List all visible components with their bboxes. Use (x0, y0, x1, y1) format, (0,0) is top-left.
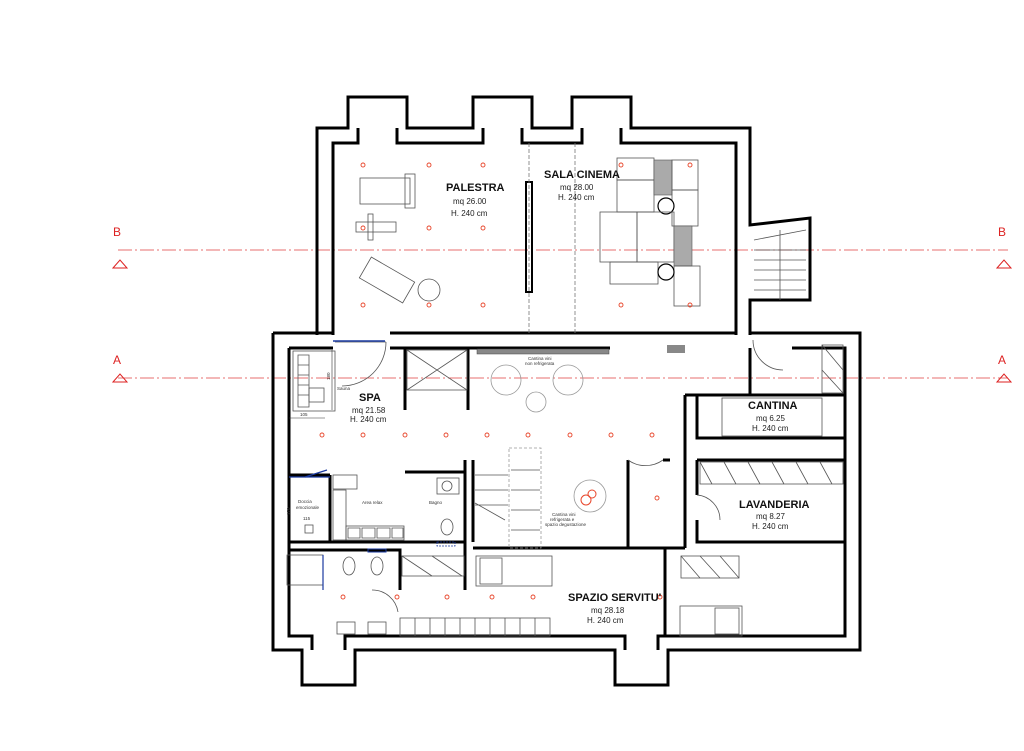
ceiling-light-icon (426, 225, 432, 231)
sliding-partition (525, 143, 576, 333)
ceiling-light-icon (360, 302, 366, 308)
section-b-label-left: B (113, 225, 121, 239)
room-height: H. 240 cm (350, 415, 387, 424)
room-name: LAVANDERIA (739, 499, 810, 511)
section-marker-icon (995, 259, 1013, 269)
ceiling-lights (319, 162, 693, 600)
room-height: H. 240 cm (587, 616, 624, 625)
ceiling-light-icon (618, 302, 624, 308)
door-swing (335, 341, 387, 387)
room-name: CANTINA (748, 400, 798, 412)
ceiling-light-icon (618, 162, 624, 168)
service-area-fixtures (286, 548, 743, 637)
exercise-ball (417, 278, 441, 302)
room-cantina: CANTINA mq 6.25 H. 240 cm (748, 400, 798, 433)
bathroom: Bagno (429, 477, 460, 547)
sauna-label: Sauna (337, 386, 351, 391)
ceiling-light-icon (360, 162, 366, 168)
ceiling-light-icon (394, 594, 400, 600)
wine-cellar-label-2: non refrigerata (525, 361, 555, 366)
room-area: mq 28.18 (591, 606, 625, 615)
shower-depth-dimension: 170 (286, 507, 291, 515)
ceiling-light-icon (426, 162, 432, 168)
ceiling-light-icon (360, 432, 366, 438)
room-name: SALA CINEMA (544, 169, 620, 181)
wine-lounge: Cantina vini non refrigerata Cantina vin… (476, 345, 685, 527)
shower-label: Doccia (298, 499, 312, 504)
ceiling-light-icon (608, 432, 614, 438)
bathroom-label: Bagno (429, 500, 443, 505)
ceiling-light-icon (687, 302, 693, 308)
sauna-width-dimension: 105 (300, 412, 308, 417)
section-a-label-left: A (113, 353, 121, 367)
section-marker-icon (111, 373, 129, 383)
section-line-a: A A (111, 353, 1013, 383)
wine-cellar-label: Cantina vini (528, 356, 552, 361)
section-b-label-right: B (998, 225, 1006, 239)
ceiling-light-icon (444, 594, 450, 600)
section-marker-icon (995, 373, 1013, 383)
cinema-seats (599, 157, 701, 307)
room-palestra: PALESTRA mq 26.00 H. 240 cm (446, 182, 505, 218)
ceiling-light-icon (319, 432, 325, 438)
room-name: PALESTRA (446, 182, 505, 194)
ceiling-light-icon (484, 432, 490, 438)
shaft (406, 349, 468, 391)
ceiling-light-icon (657, 594, 663, 600)
tasting-label-2: refrigerata e (550, 517, 575, 522)
doors (371, 339, 784, 613)
room-height: H. 240 cm (451, 209, 488, 218)
room-area: mq 26.00 (453, 197, 487, 206)
ceiling-light-icon (443, 432, 449, 438)
shower-width-dimension: 115 (303, 516, 311, 521)
room-area: mq 6.25 (756, 414, 785, 423)
exterior-walls (271, 95, 862, 687)
ceiling-light-icon (340, 594, 346, 600)
bench (358, 256, 416, 304)
staircase-upper (753, 229, 807, 300)
room-height: H. 240 cm (752, 424, 789, 433)
room-area: mq 8.27 (756, 512, 785, 521)
ceiling-light-icon (489, 594, 495, 600)
ceiling-light-icon (687, 162, 693, 168)
ceiling-light-icon (480, 225, 486, 231)
ceiling-light-icon (567, 432, 573, 438)
cellar-shelving (699, 344, 844, 485)
ceiling-light-icon (480, 302, 486, 308)
room-spa: SPA mq 21.58 H. 240 cm (350, 392, 387, 424)
relax-area-label: Area relax (362, 500, 383, 505)
section-a-label-right: A (998, 353, 1006, 367)
ceiling-light-icon (480, 162, 486, 168)
ceiling-light-icon (530, 594, 536, 600)
staircase-lower (474, 447, 542, 549)
emotional-shower: Doccia emozionale 115 170 (286, 469, 330, 534)
ceiling-light-icon (426, 302, 432, 308)
ceiling-light-icon (402, 432, 408, 438)
gym-equipment (355, 173, 441, 304)
room-area: mq 28.00 (560, 183, 594, 192)
relax-area: Area relax (332, 474, 405, 541)
sauna: Sauna 180 105 (289, 340, 387, 419)
sauna-depth-dimension: 180 (326, 372, 331, 380)
room-lavanderia: LAVANDERIA mq 8.27 H. 240 cm (739, 499, 810, 531)
shower-label-2: emozionale (296, 505, 320, 510)
room-sala-cinema: SALA CINEMA mq 28.00 H. 240 cm (544, 169, 620, 202)
treadmill (359, 177, 411, 205)
tasting-label-3: spazio degustazione (545, 522, 587, 527)
tasting-label: Cantina vini (552, 512, 576, 517)
section-marker-icon (111, 259, 129, 269)
room-name: SPA (359, 392, 381, 404)
room-spazio-servitu: SPAZIO SERVITU' mq 28.18 H. 240 cm (568, 592, 662, 625)
room-height: H. 240 cm (558, 193, 595, 202)
ceiling-light-icon (649, 432, 655, 438)
weight-bench (355, 221, 397, 233)
ceiling-light-icon (525, 432, 531, 438)
room-height: H. 240 cm (752, 522, 789, 531)
room-name: SPAZIO SERVITU' (568, 592, 662, 604)
section-line-b: B B (111, 225, 1013, 269)
ceiling-light-icon (654, 495, 660, 501)
ceiling-light-icon (360, 225, 366, 231)
room-area: mq 21.58 (352, 406, 386, 415)
